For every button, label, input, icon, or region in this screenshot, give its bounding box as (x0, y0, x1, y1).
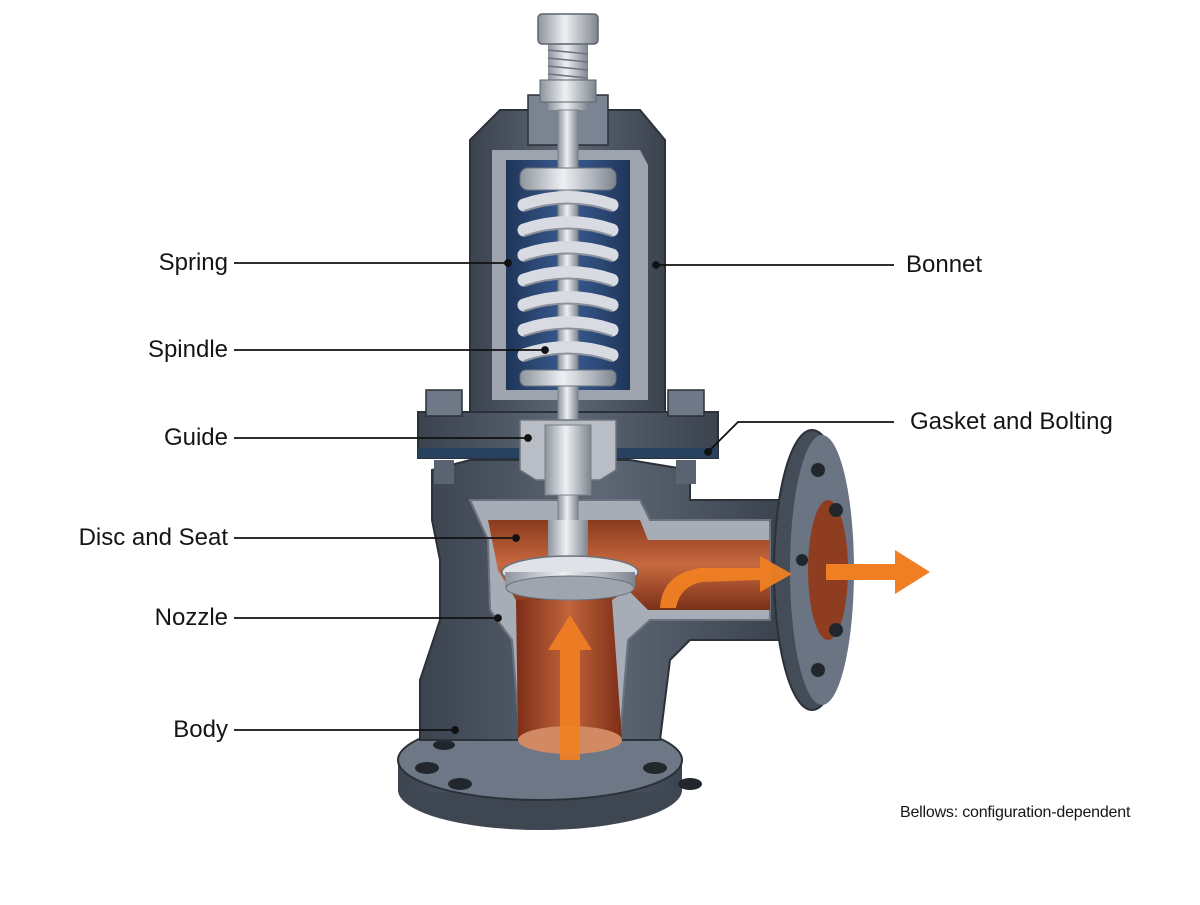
outlet-flow-arrow (660, 556, 792, 608)
label-spring: Spring (158, 249, 228, 276)
discharge-flow-arrow (826, 550, 930, 594)
leader-lines (234, 259, 894, 734)
label-spindle: Spindle (147, 336, 228, 363)
label-bonnet: Bonnet (906, 251, 983, 278)
inlet-flow-arrow (548, 615, 592, 760)
flow-arrows (548, 550, 930, 760)
label-guide: Guide (163, 424, 228, 451)
spring-coils (517, 167, 619, 387)
leader-gasket (707, 421, 894, 453)
valve-body (419, 459, 781, 754)
label-body: Body (173, 716, 228, 743)
guide (519, 419, 617, 496)
label-gasket-and-bolting: Gasket and Bolting (910, 408, 1113, 435)
bellows-note: Bellows: configuration-dependent (900, 804, 1131, 821)
label-disc-and-seat: Disc and Seat (78, 524, 228, 551)
disc-and-seat (501, 520, 639, 601)
label-nozzle: Nozzle (154, 604, 228, 631)
